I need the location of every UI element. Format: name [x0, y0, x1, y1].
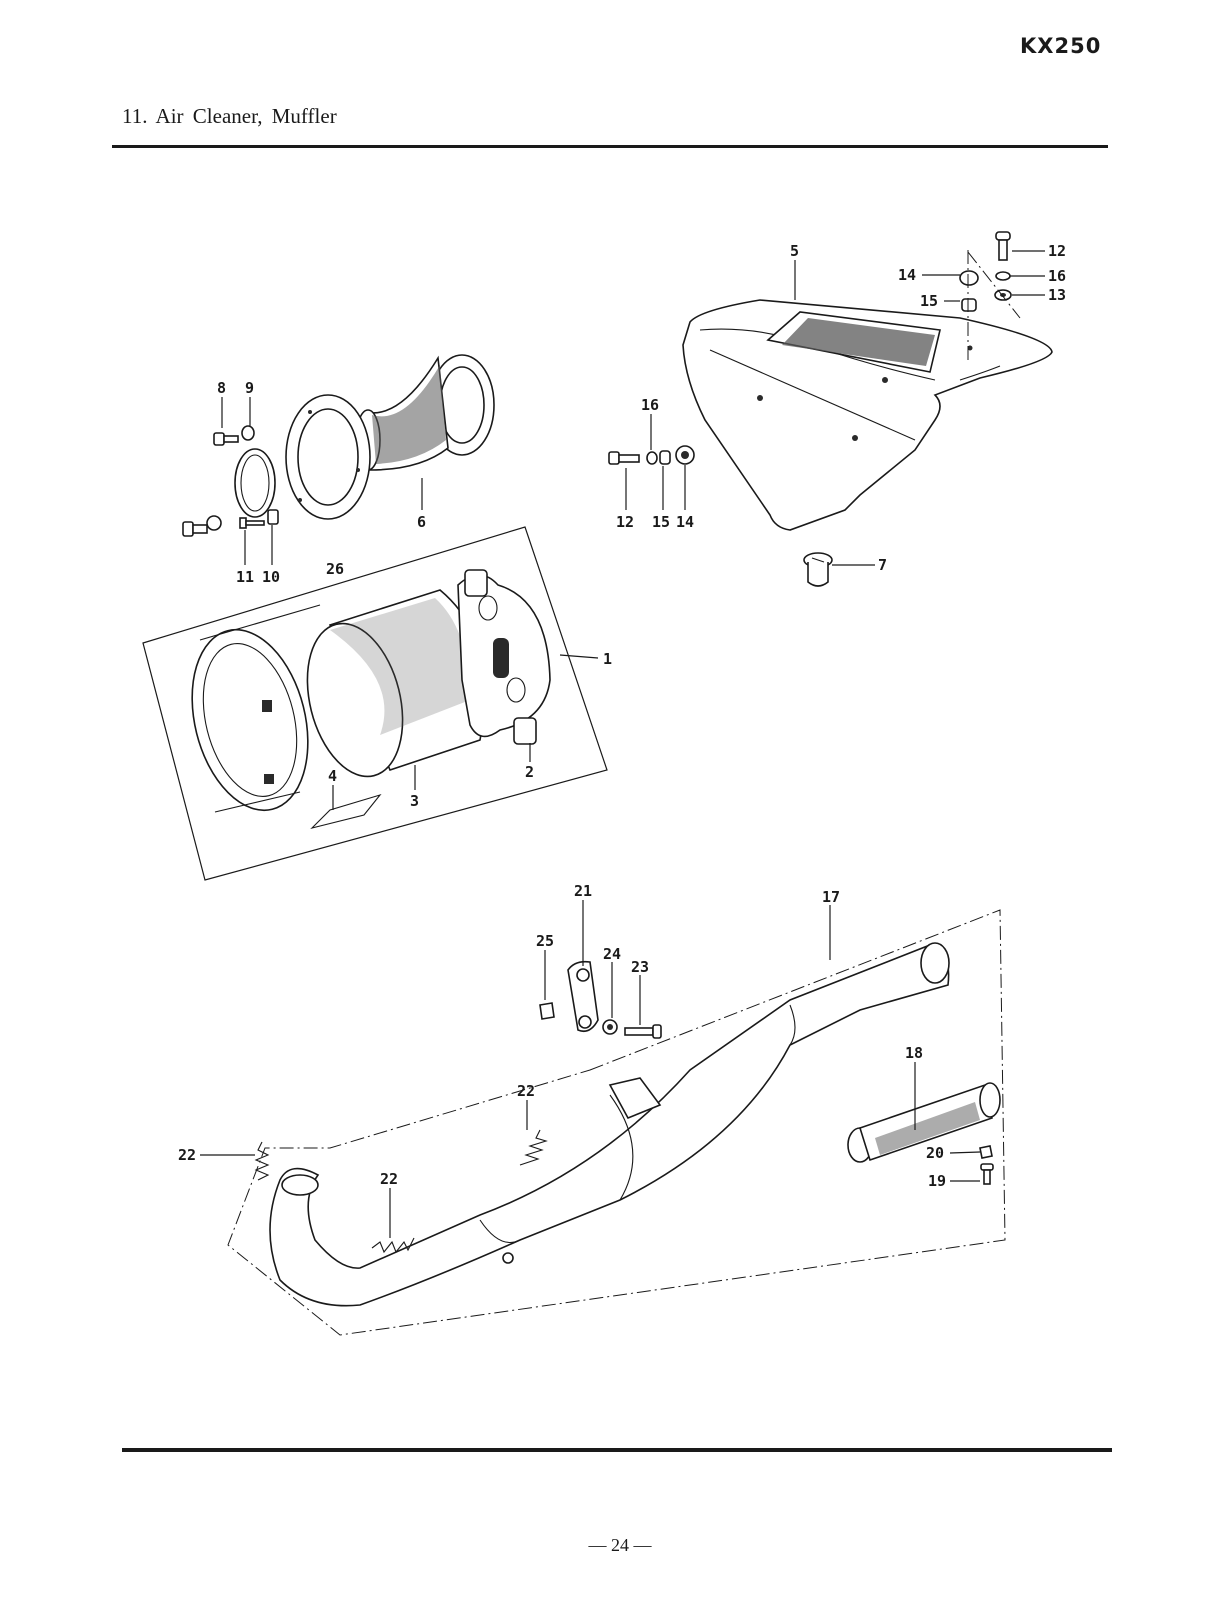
- model-name: KX250: [1020, 34, 1102, 58]
- callout-13: 13: [1048, 286, 1066, 304]
- callout-26: 26: [326, 560, 344, 578]
- exhaust-springs: [254, 1129, 548, 1254]
- spark-arrester-part: [847, 1082, 1001, 1185]
- callout-8: 8: [217, 379, 226, 397]
- callout-24: 24: [603, 945, 621, 963]
- callout-2: 2: [525, 763, 534, 781]
- callout-6: 6: [417, 513, 426, 531]
- section-title: 11. Air Cleaner, Muffler: [122, 104, 337, 128]
- muffler-assembly: [227, 909, 1006, 1336]
- side-cover-part: [682, 299, 1053, 531]
- callout-7: 7: [878, 556, 887, 574]
- callout-16: 16: [1048, 267, 1066, 285]
- callout-19: 19: [928, 1172, 946, 1190]
- muffler-bracket-hardware: [539, 960, 662, 1039]
- bushing-part: [803, 552, 833, 587]
- page-number: — 24 —: [588, 1535, 652, 1555]
- callout-12: 12: [1048, 242, 1066, 260]
- intake-duct-part: [355, 354, 495, 471]
- hose-clamp-part: [182, 425, 279, 537]
- callout-5: 5: [790, 242, 799, 260]
- callout-14: 14: [676, 513, 694, 531]
- gasket-part: [285, 394, 371, 520]
- callout-4: 4: [328, 767, 337, 785]
- callout-17: 17: [822, 888, 840, 906]
- callout-22: 22: [517, 1082, 535, 1100]
- callout-3: 3: [410, 792, 419, 810]
- callout-1: 1: [603, 650, 612, 668]
- callout-25: 25: [536, 932, 554, 950]
- callout-23: 23: [631, 958, 649, 976]
- callout-12: 12: [616, 513, 634, 531]
- callout-14: 14: [898, 266, 916, 284]
- callout-20: 20: [926, 1144, 944, 1162]
- callout-18: 18: [905, 1044, 923, 1062]
- callout-10: 10: [262, 568, 280, 586]
- callout-11: 11: [236, 568, 254, 586]
- callout-15: 15: [920, 292, 938, 310]
- callout-15: 15: [652, 513, 670, 531]
- air-cleaner-assembly: [142, 526, 608, 881]
- header-rule: [112, 145, 1108, 148]
- cover-mount-hardware: [608, 445, 695, 465]
- leader-lines: [200, 250, 1045, 1238]
- callout-labels: 12 16 13 14 15 5 16 12 15 14 7 8 9 6 26 …: [178, 242, 1066, 1190]
- cover-screw-stack: [959, 231, 1021, 360]
- callout-22: 22: [380, 1170, 398, 1188]
- callout-22: 22: [178, 1146, 196, 1164]
- callout-16: 16: [641, 396, 659, 414]
- callout-9: 9: [245, 379, 254, 397]
- callout-21: 21: [574, 882, 592, 900]
- footer-rule: [122, 1448, 1112, 1452]
